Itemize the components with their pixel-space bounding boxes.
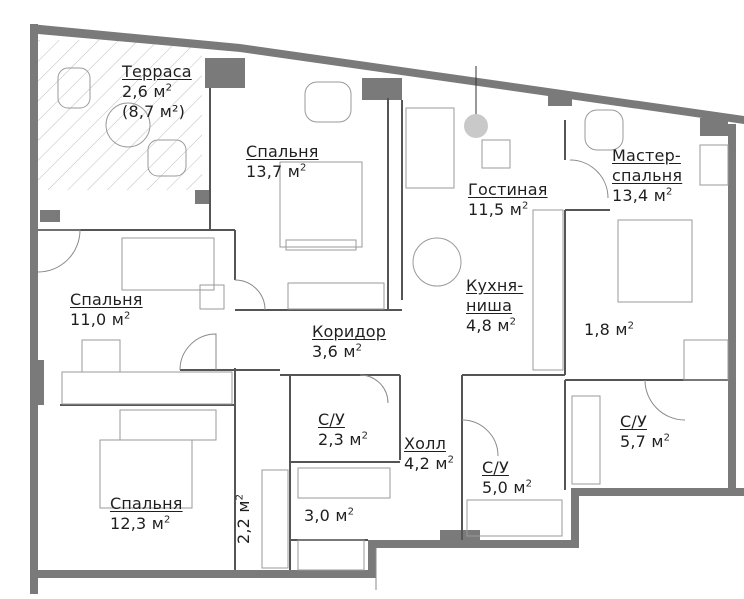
area-unit-power: 2 [509, 316, 517, 328]
room-wardrobe: 2,2 м2 [234, 494, 254, 544]
furniture [57, 67, 729, 571]
room-wc-1: С/У 2,3 м2 [318, 410, 368, 450]
area-unit-power: 2 [234, 493, 246, 501]
room-master: Мастер- спальня 13,4 м2 [612, 146, 682, 206]
area-unit-power: 2 [361, 430, 369, 442]
area-value: 11,0 [70, 310, 107, 329]
room-storage: 3,0 м2 [304, 506, 354, 526]
room-area: 2,2 м2 [234, 494, 254, 544]
area-value: 3,0 [304, 506, 331, 525]
room-area-extra: (8,7 м²) [122, 102, 186, 121]
area-unit: м [111, 310, 125, 329]
area-value: 2,2 [234, 517, 253, 544]
room-name: Спальня [110, 494, 183, 513]
area-unit-power: 2 [447, 454, 455, 466]
room-area: 2,6 м2 [122, 82, 192, 102]
room-name: Холл [404, 434, 447, 453]
area-unit: м [509, 200, 523, 219]
area-unit: м [497, 316, 510, 335]
room-kitchen: Кухня- ниша 4,8 м2 [466, 276, 523, 336]
room-closet-master: 1,8 м2 [584, 320, 634, 340]
room-name-line1: Мастер- [612, 146, 681, 165]
terrace-deck [38, 40, 202, 190]
area-unit: м [343, 342, 356, 361]
room-name: Терраса [122, 62, 192, 81]
area-unit-power: 2 [663, 432, 671, 444]
room-wc-3: С/У 5,7 м2 [620, 412, 670, 452]
walls [30, 24, 744, 594]
area-value: 5,0 [482, 478, 509, 497]
room-bedroom-2: Спальня 11,0 м2 [70, 290, 143, 330]
pendant-lamp [464, 114, 488, 138]
area-value: 1,8 [584, 320, 611, 339]
room-area: 13,4 м2 [612, 186, 682, 206]
area-value: 11,5 [468, 200, 505, 219]
area-value: 5,7 [620, 432, 647, 451]
area-unit-power: 2 [164, 514, 171, 526]
area-unit-power: 2 [355, 342, 363, 354]
room-corridor: Коридор 3,6 м2 [312, 322, 386, 362]
doors [37, 159, 686, 590]
area-unit: м [435, 454, 448, 473]
room-name: Гостиная [468, 180, 548, 199]
area-unit-power: 2 [300, 162, 307, 174]
room-area: 1,8 м2 [584, 320, 634, 340]
room-area: 5,7 м2 [620, 432, 670, 452]
room-name: Спальня [246, 142, 319, 161]
area-unit: м [153, 82, 166, 101]
room-name-line1: Кухня- [466, 276, 524, 295]
area-unit-power: 2 [525, 478, 533, 490]
area-unit-power: 2 [666, 186, 673, 198]
room-area: 3,0 м2 [304, 506, 354, 526]
room-area: 11,5 м2 [468, 200, 548, 220]
area-value: 2,6 [122, 82, 149, 101]
area-unit: м [349, 430, 362, 449]
area-value: 3,6 [312, 342, 339, 361]
room-name: С/У [318, 410, 345, 429]
room-area: 4,2 м2 [404, 454, 454, 474]
room-area: 3,6 м2 [312, 342, 386, 362]
area-unit-power: 2 [124, 310, 131, 322]
area-unit: м [513, 478, 526, 497]
room-name-line2: спальня [612, 166, 683, 185]
area-unit-power: 2 [165, 82, 173, 94]
room-terrace: Терраса 2,6 м2 (8,7 м²) [122, 62, 192, 122]
area-unit: м [287, 162, 301, 181]
room-area: 5,0 м2 [482, 478, 532, 498]
room-area: 12,3 м2 [110, 514, 183, 534]
area-unit: м [335, 506, 348, 525]
room-name: С/У [482, 458, 509, 477]
room-area: 13,7 м2 [246, 162, 319, 182]
room-area: 4,8 м2 [466, 316, 523, 336]
room-name: Коридор [312, 322, 387, 341]
area-value: 13,4 [612, 186, 649, 205]
area-value: 4,2 [404, 454, 431, 473]
room-name: Спальня [70, 290, 143, 309]
room-bedroom-3: Спальня 12,3 м2 [110, 494, 183, 534]
area-unit-power: 2 [522, 200, 529, 212]
area-unit: м [234, 500, 253, 513]
interior-walls [38, 88, 728, 570]
area-unit-power: 2 [627, 320, 635, 332]
area-value: 2,3 [318, 430, 345, 449]
area-value: 12,3 [110, 514, 147, 533]
room-wc-2: С/У 5,0 м2 [482, 458, 532, 498]
room-name: С/У [620, 412, 647, 431]
room-hall: Холл 4,2 м2 [404, 434, 454, 474]
room-area: 2,3 м2 [318, 430, 368, 450]
area-value: 13,7 [246, 162, 283, 181]
area-value: 4,8 [466, 316, 493, 335]
area-unit-power: 2 [347, 506, 355, 518]
room-living: Гостиная 11,5 м2 [468, 180, 548, 220]
area-unit: м [651, 432, 664, 451]
room-bedroom-1: Спальня 13,7 м2 [246, 142, 319, 182]
room-name-line2: ниша [466, 296, 513, 315]
area-unit: м [151, 514, 165, 533]
area-unit: м [615, 320, 628, 339]
area-unit: м [653, 186, 667, 205]
room-area: 11,0 м2 [70, 310, 143, 330]
